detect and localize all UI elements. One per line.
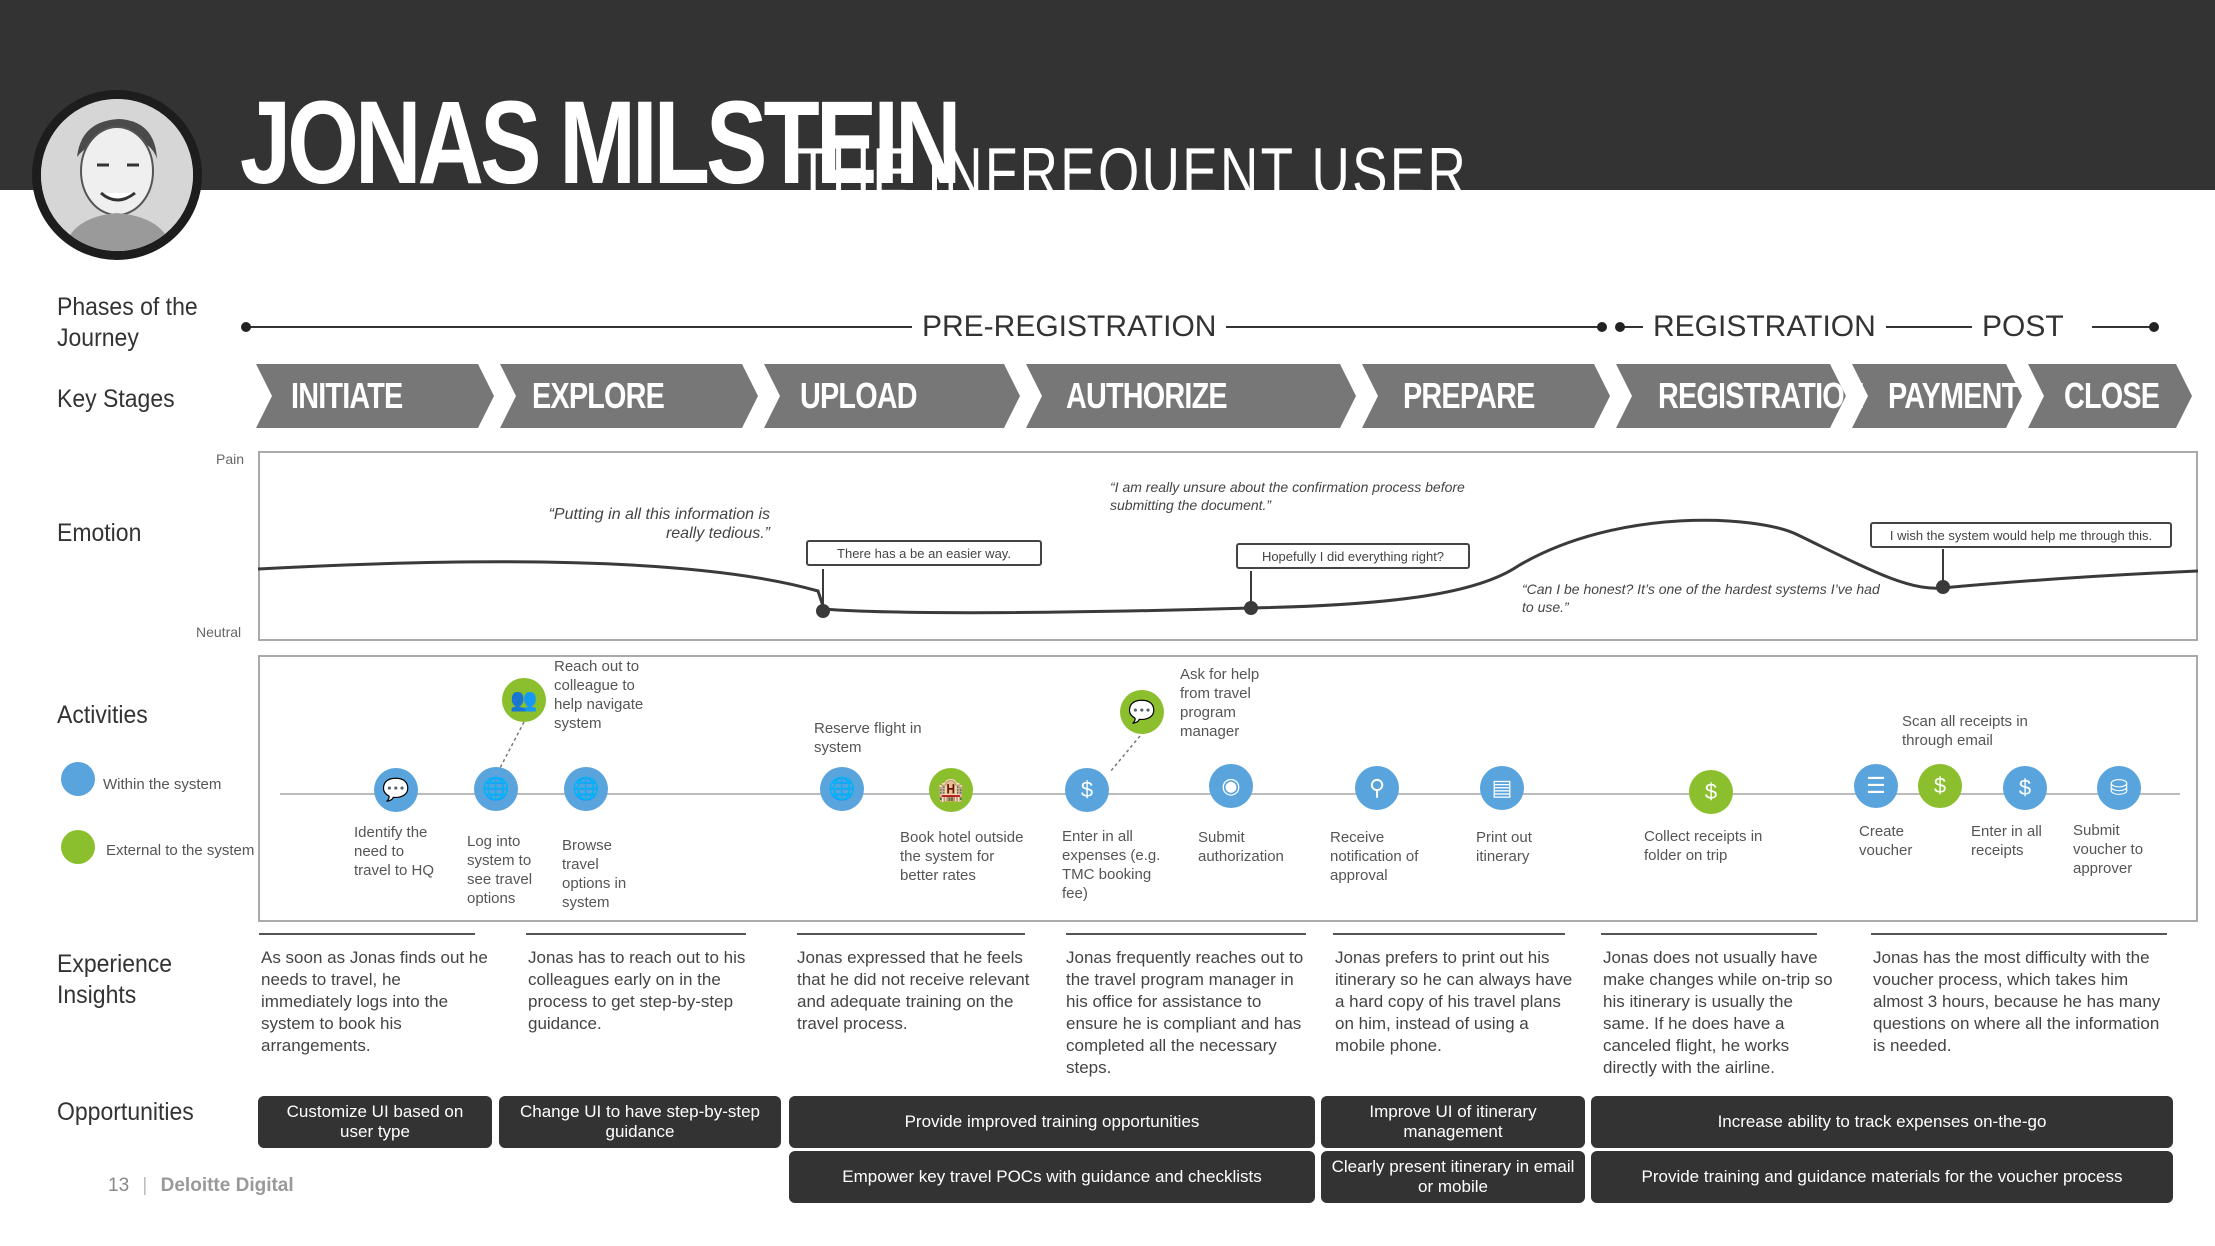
legend-external-label: External to the system [106, 842, 255, 859]
stages-label: Key Stages [57, 385, 175, 413]
money-icon[interactable]: $ [1689, 770, 1733, 814]
opportunity-card: Provide training and guidance materials … [1591, 1151, 2173, 1203]
insight-divider [1066, 933, 1306, 935]
list-icon[interactable]: ☰ [1854, 764, 1898, 808]
stage-initiate: INITIATE [291, 375, 403, 416]
opportunity-card: Customize UI based on user type [258, 1096, 492, 1148]
persona-subtitle: THE INFREQUENT USER [797, 134, 1469, 210]
emotion-callout-hopefully: Hopefully I did everything right? [1236, 543, 1470, 569]
insight-divider [1871, 933, 2167, 935]
stage-upload: UPLOAD [800, 375, 918, 416]
phases-label: Phases of the Journey [57, 293, 198, 352]
persona-avatar [32, 90, 202, 260]
opportunities-label: Opportunities [57, 1098, 194, 1126]
emotion-axis-top: Pain [216, 451, 245, 467]
insight-divider [797, 933, 1025, 935]
stage-prepare: PREPARE [1403, 375, 1535, 416]
search-icon[interactable]: ⚲ [1355, 766, 1399, 810]
page-number: 13 [108, 1175, 130, 1196]
opportunity-card: Clearly present itinerary in email or mo… [1321, 1151, 1585, 1203]
insight-upload: Jonas expressed that he feels that he di… [797, 948, 1030, 1033]
insight-prepare: Jonas prefers to print out his itinerary… [1335, 948, 1573, 1055]
header-bar [0, 0, 2215, 190]
money-icon[interactable]: $ [1065, 768, 1109, 812]
opportunity-card: Improve UI of itinerary management [1321, 1096, 1585, 1148]
opportunity-card: Provide improved training opportunities [789, 1096, 1315, 1148]
activity-label: Ask for help from travel program manager [1180, 666, 1260, 740]
opportunity-card: Empower key travel POCs with guidance an… [789, 1151, 1315, 1203]
globe-icon[interactable]: 🌐 [474, 767, 518, 811]
activity-label: Reach out to colleague to help navigate … [554, 658, 644, 732]
money-icon[interactable]: $ [2003, 766, 2047, 810]
activity-label: Browse travel options in system [562, 837, 627, 911]
activity-label: Reserve flight in system [814, 720, 922, 756]
legend-within-dot [61, 762, 95, 796]
footer: 13 | Deloitte Digital [108, 1175, 294, 1197]
activity-label: Book hotel outside the system for better… [900, 829, 1024, 884]
money-icon[interactable]: $ [1918, 764, 1962, 808]
insight-initiate: As soon as Jonas finds out he needs to t… [261, 948, 488, 1055]
legend-within-label: Within the system [103, 776, 222, 793]
chat-icon[interactable]: 💬 [374, 768, 418, 812]
activity-label: Submit authorization [1198, 829, 1284, 865]
footer-brand: Deloitte Digital [160, 1175, 294, 1196]
insight-explore: Jonas has to reach out to his colleagues… [528, 948, 746, 1033]
insight-registration: Jonas does not usually have make changes… [1603, 948, 1833, 1077]
activity-label: Submit voucher to approver [2073, 822, 2144, 877]
stage-authorize: AUTHORIZE [1066, 375, 1228, 416]
insight-payment: Jonas has the most difficulty with the v… [1873, 948, 2161, 1055]
globe-icon[interactable]: 🌐 [564, 767, 608, 811]
emotion-axis-bottom: Neutral [196, 624, 242, 640]
stage-arrows [256, 364, 2192, 428]
insight-divider [526, 933, 746, 935]
phase-post: POST [1972, 310, 2092, 343]
activities-label: Activities [57, 701, 148, 729]
phase-registration: REGISTRATION [1643, 310, 1886, 343]
activity-label: Scan all receipts in through email [1902, 713, 2028, 749]
insight-divider [1333, 933, 1565, 935]
activity-label: Identify the need to travel to HQ [354, 824, 435, 879]
activity-label: Enter in all expenses (e.g. TMC booking … [1062, 828, 1161, 902]
insights-label: Experience Insights [57, 950, 173, 1009]
legend-external-dot [61, 830, 95, 864]
emotion-callout-wish: I wish the system would help me through … [1870, 522, 2172, 548]
emotion-quote-tedious: “Putting in all this information is real… [548, 506, 770, 542]
activity-label: Collect receipts in folder on trip [1644, 828, 1763, 864]
stage-close: CLOSE [2064, 375, 2160, 416]
persona-name: JONAS MILSTEIN [240, 77, 961, 209]
insight-divider [259, 933, 475, 935]
globe-icon[interactable]: 🌐 [820, 767, 864, 811]
opportunity-card: Increase ability to track expenses on-th… [1591, 1096, 2173, 1148]
chat-icon[interactable]: 💬 [1120, 690, 1164, 734]
emotion-quote-hardest: “Can I be honest? It’s one of the hardes… [1522, 581, 1880, 615]
stage-payment: PAYMENT [1888, 375, 2019, 416]
opportunity-card: Change UI to have step-by-step guidance [499, 1096, 781, 1148]
activity-label: Print out itinerary [1476, 829, 1532, 865]
emotion-label: Emotion [57, 519, 142, 547]
insight-divider [1601, 933, 1817, 935]
activity-label: Log into system to see travel options [467, 833, 533, 907]
stage-explore: EXPLORE [532, 375, 665, 416]
emotion-curve [258, 518, 2198, 618]
hotel-icon[interactable]: 🏨 [929, 768, 973, 812]
lock-icon[interactable]: ⛁ [2097, 766, 2141, 810]
stage-registration: REGISTRATION [1658, 375, 1865, 416]
emotion-quote-unsure: “I am really unsure about the confirmati… [1110, 479, 1465, 513]
document-icon[interactable]: ▤ [1480, 766, 1524, 810]
footer-separator: | [142, 1175, 148, 1196]
activity-label: Create voucher [1859, 823, 1913, 859]
emotion-callout-easier-way: There has a be an easier way. [806, 540, 1042, 566]
piggy-bank-icon[interactable]: ◉ [1209, 764, 1253, 808]
activity-label: Enter in all receipts [1971, 823, 2042, 859]
phase-pre-registration: PRE-REGISTRATION [912, 310, 1227, 343]
activity-label: Receive notification of approval [1330, 829, 1419, 884]
people-icon[interactable]: 👥 [502, 678, 546, 722]
insight-authorize: Jonas frequently reaches out to the trav… [1066, 948, 1304, 1077]
